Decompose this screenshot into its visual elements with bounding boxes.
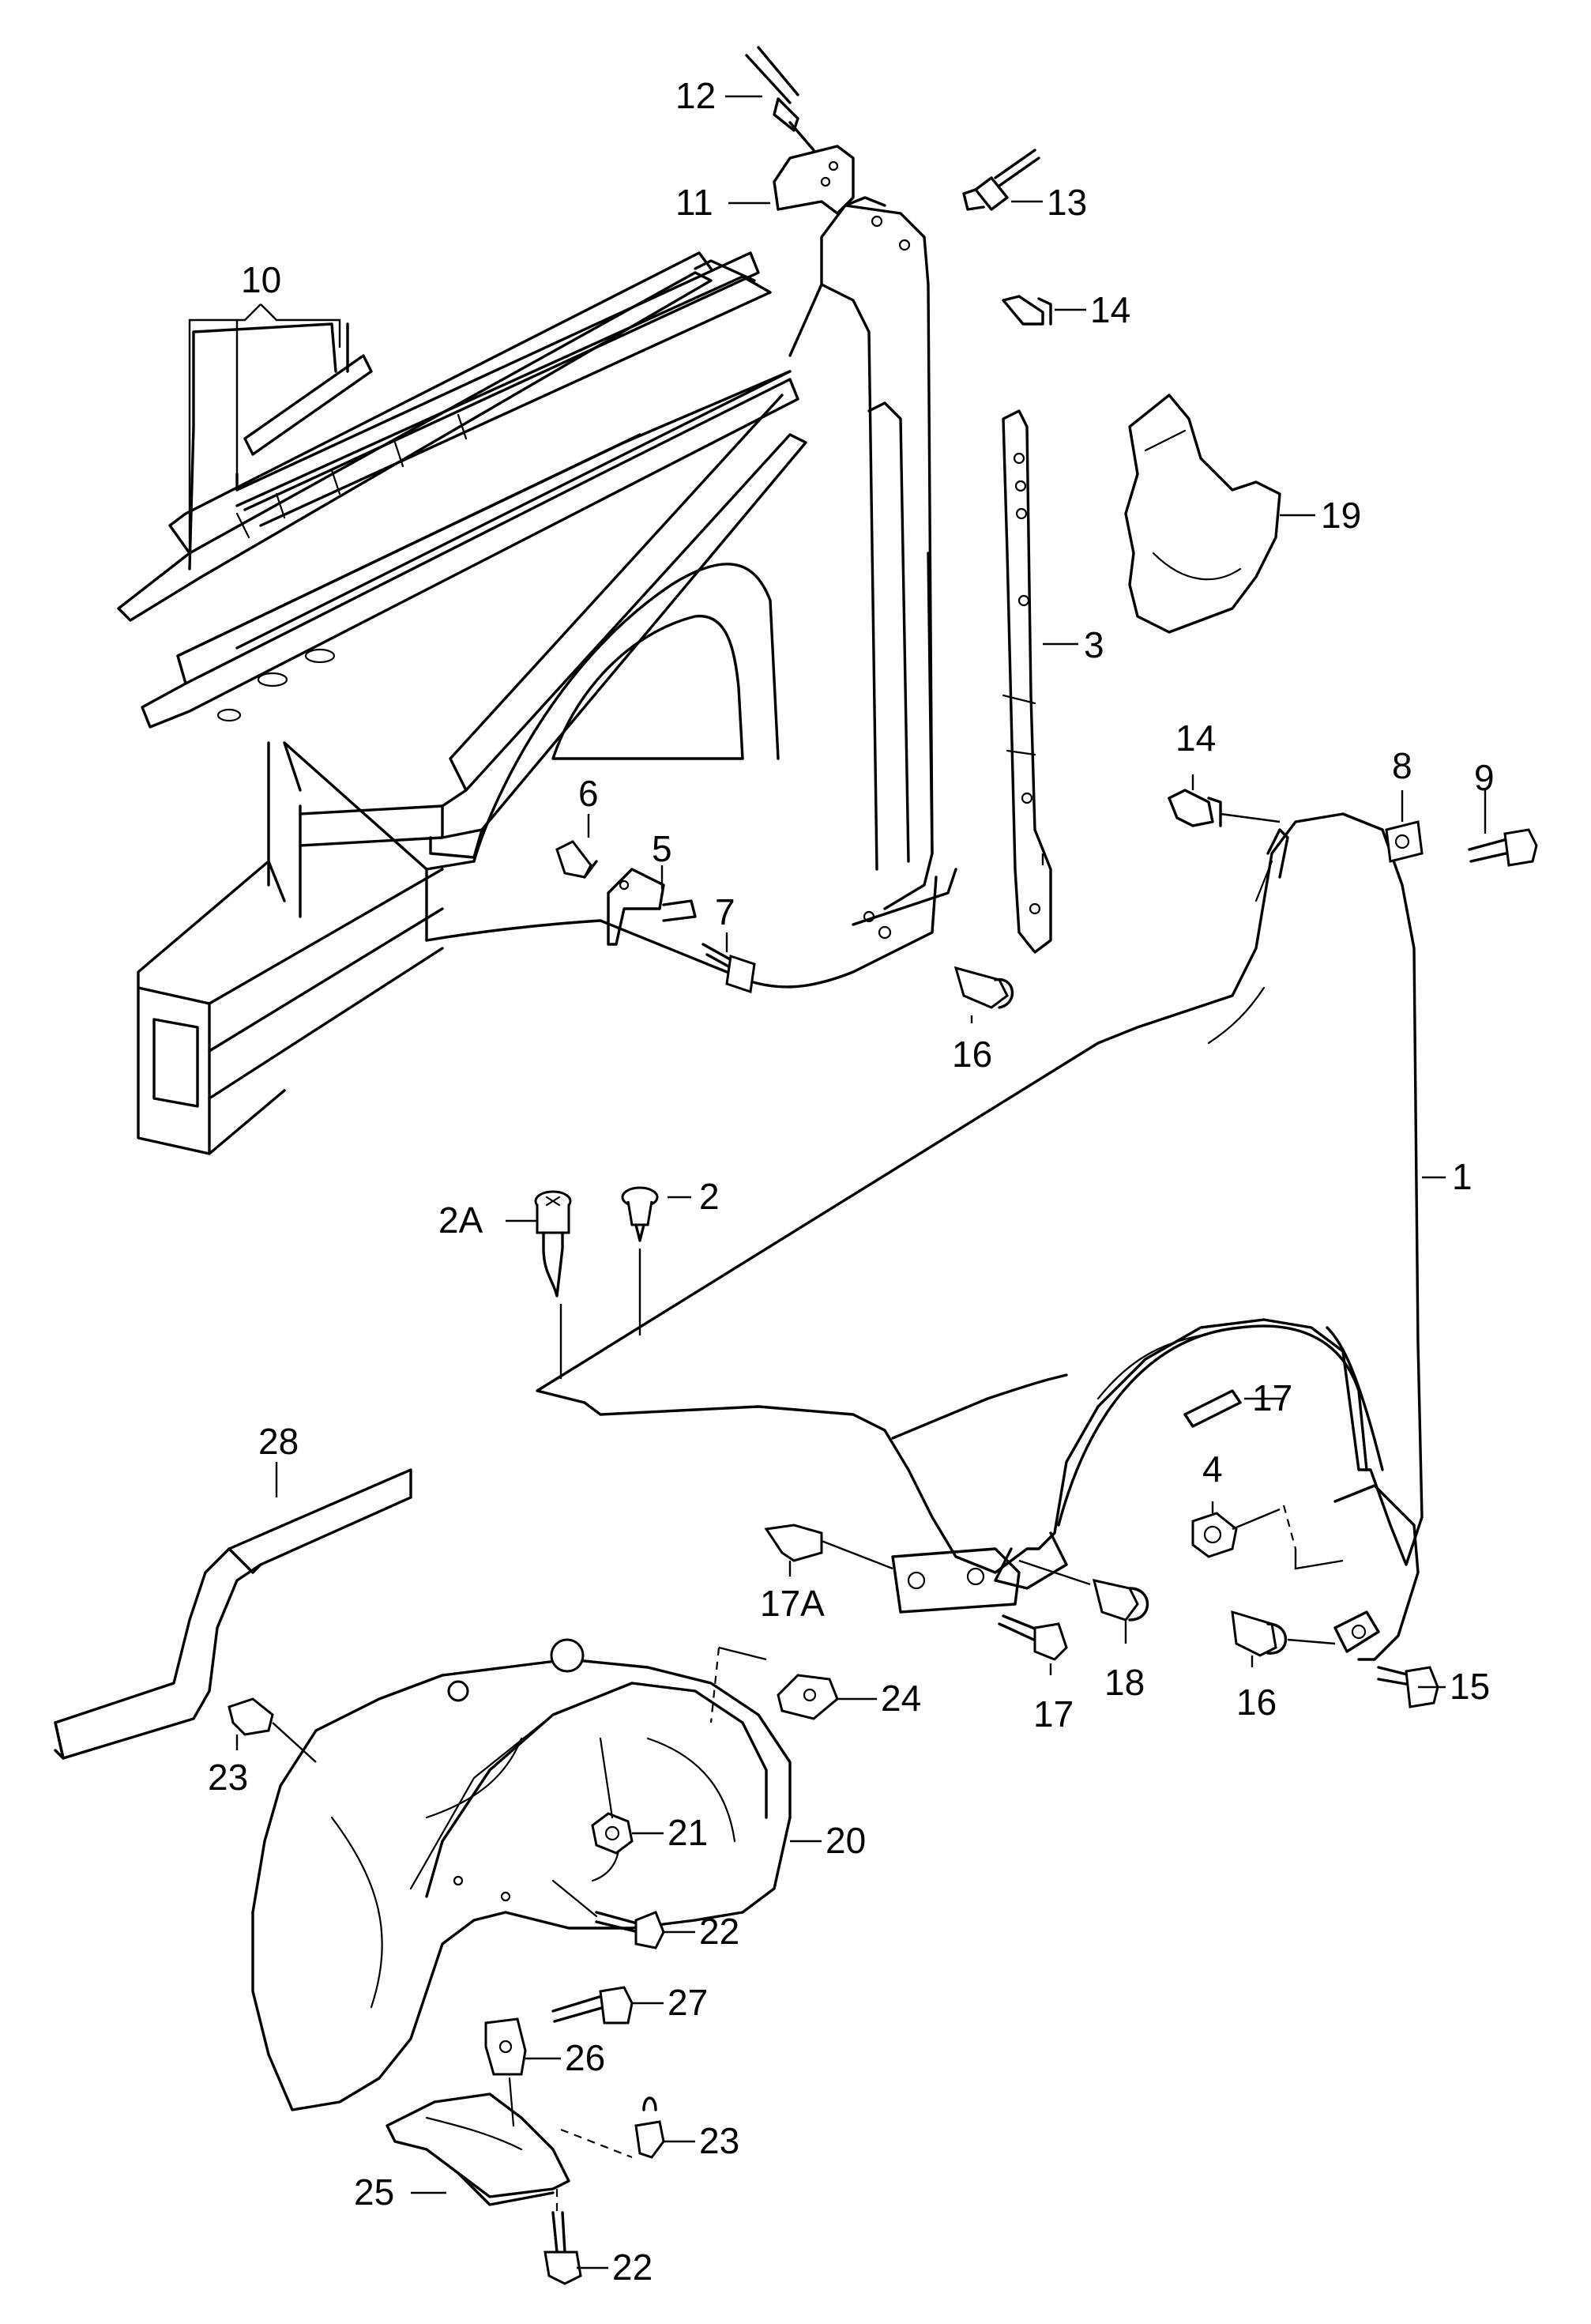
part-2-screw	[621, 1186, 659, 1335]
label-2A: 2A	[438, 1200, 483, 1241]
part-17-pad	[1183, 1389, 1242, 1428]
front-body-structure	[117, 196, 957, 1155]
label-9: 9	[1474, 757, 1495, 798]
part-1-fender	[536, 812, 1424, 1661]
part-26-clip	[484, 2017, 527, 2127]
part-23-lower-clip	[560, 2096, 665, 2159]
part-16-upper-rivet	[953, 966, 1014, 1009]
part-11-bracket	[773, 145, 855, 215]
label-19: 19	[1321, 495, 1361, 536]
label-21: 21	[668, 1812, 708, 1853]
label-3: 3	[1084, 624, 1104, 665]
label-14-lower: 14	[1175, 718, 1216, 759]
label-6: 6	[578, 773, 599, 814]
part-20-wheel-housing-liner	[251, 1638, 792, 2111]
part-13-clip	[962, 149, 1040, 211]
label-15: 15	[1450, 1666, 1490, 1707]
label-23-lower: 23	[699, 2120, 739, 2161]
label-24: 24	[881, 1678, 921, 1719]
part-16-lower-rivet	[1231, 1610, 1336, 1657]
label-7: 7	[715, 891, 735, 932]
part-2A-expanding-rivet	[534, 1190, 572, 1379]
part-17-bolt	[998, 1614, 1068, 1661]
part-9-bolt	[1468, 828, 1538, 867]
label-16-lower: 16	[1236, 1682, 1277, 1723]
label-4: 4	[1202, 1448, 1223, 1490]
label-23-upper: 23	[208, 1757, 248, 1798]
part-17A-rivet	[764, 1524, 893, 1570]
label-2: 2	[699, 1176, 720, 1217]
label-16-upper: 16	[952, 1034, 992, 1075]
part-18-rivet	[1018, 1559, 1149, 1622]
leader-lines	[188, 95, 1487, 2269]
part-14-lower-clip	[1168, 789, 1281, 827]
part-7-bolt	[701, 943, 756, 993]
label-27: 27	[668, 1982, 708, 2023]
label-25: 25	[354, 2171, 394, 2213]
part-23-upper-clip	[228, 1697, 317, 1763]
part-3-strip	[1002, 409, 1052, 954]
part-labels: 1 2 2A 3 4 5 6 7 8 9 10 11 12 13 14 14 1…	[208, 75, 1495, 2288]
part-24-clip-nut	[709, 1646, 839, 1723]
part-14-upper-clip	[1002, 295, 1052, 326]
part-22-lower-screw	[543, 2189, 582, 2285]
label-5: 5	[652, 828, 672, 869]
label-10: 10	[241, 259, 281, 300]
part-5-bracket	[607, 868, 697, 946]
part-4-nut	[1191, 1505, 1344, 1570]
label-18: 18	[1104, 1662, 1145, 1703]
label-1: 1	[1452, 1156, 1473, 1197]
part-27-screw	[551, 1986, 634, 2025]
label-22-upper: 22	[699, 1911, 739, 1952]
label-26: 26	[565, 2037, 605, 2078]
label-13: 13	[1047, 182, 1087, 223]
part-12-clip	[745, 46, 815, 152]
label-12: 12	[675, 75, 716, 116]
label-17-pad: 17	[1252, 1377, 1292, 1418]
label-17A: 17A	[760, 1583, 825, 1624]
part-6-rivet-nut	[555, 840, 598, 879]
part-21-nut	[591, 1737, 634, 1855]
part-8-washer	[1385, 820, 1424, 863]
label-8: 8	[1392, 745, 1412, 786]
label-11: 11	[675, 182, 713, 223]
part-19-insulation	[1124, 394, 1281, 634]
label-20: 20	[826, 1820, 866, 1861]
label-14-upper: 14	[1090, 289, 1130, 330]
label-17-bolt: 17	[1033, 1693, 1074, 1735]
label-28: 28	[258, 1421, 299, 1462]
label-22-lower: 22	[612, 2247, 653, 2288]
part-28-seal-strip	[54, 1468, 412, 1760]
part-25-cover	[386, 2092, 570, 2206]
part-22-upper-screw	[551, 1879, 665, 1949]
